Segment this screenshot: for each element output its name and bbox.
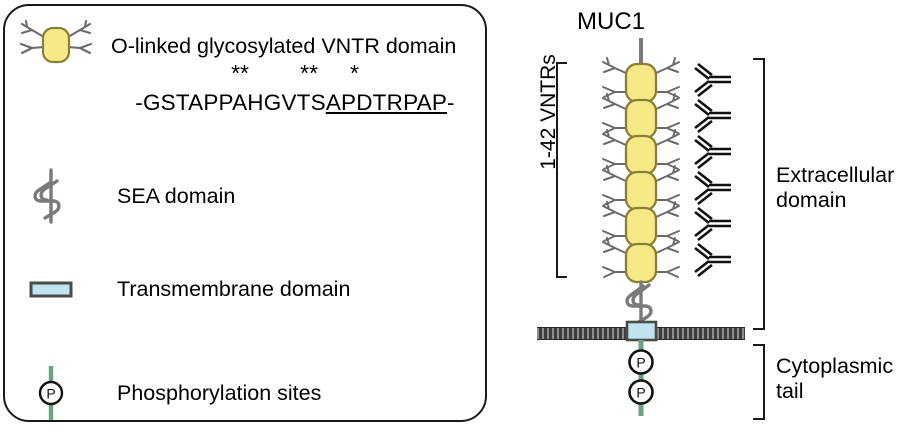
cytoplasmic-label-line1: Cytoplasmic — [776, 354, 894, 378]
extracellular-domain-label: Extracellular domain — [776, 163, 894, 214]
sequence-prefix: -GSTAPPAHGVTS — [135, 90, 326, 115]
muc1-molecule-graphic: P P — [602, 38, 731, 416]
extracellular-bracket — [753, 58, 765, 330]
antibody-icon — [694, 206, 731, 242]
legend-item-transmembrane-label: Transmembrane domain — [117, 276, 351, 301]
vntr-unit — [624, 134, 658, 176]
vntr-unit — [624, 62, 658, 104]
legend-panel: O-linked glycosylated VNTR domain ** ** … — [3, 4, 487, 422]
sequence-suffix: - — [447, 90, 455, 115]
sequence-asterisks: ** ** * — [231, 60, 359, 86]
vntr-repeat-units — [624, 62, 658, 284]
legend-item-phosphorylation: P Phosphorylation sites — [27, 364, 321, 422]
diagram-title: MUC1 — [577, 8, 646, 35]
phosphorylation-marks: P P — [628, 349, 654, 405]
phosphorylation-site: P — [628, 349, 654, 375]
vntr-bracket — [556, 62, 567, 278]
glycosylated-vntr-icon — [13, 18, 99, 74]
cytoplasmic-bracket — [753, 344, 765, 420]
antibody-icon — [694, 170, 731, 206]
antibody-symbols — [694, 62, 731, 278]
vntr-unit — [624, 170, 658, 212]
sea-domain-icon — [27, 168, 75, 224]
antibody-icon — [694, 62, 731, 98]
vntr-sequence-block: ** ** * -GSTAPPAHGVTSAPDTRPAP- — [125, 62, 465, 116]
svg-text:P: P — [46, 386, 55, 402]
transmembrane-box — [625, 320, 658, 342]
sequence-underlined-epitope: APDTRPAP — [325, 90, 448, 115]
legend-item-sea-label: SEA domain — [117, 183, 236, 208]
antibody-icon — [694, 134, 731, 170]
legend-item-vntr: O-linked glycosylated VNTR domain — [13, 18, 456, 74]
phospho-letter: P — [636, 355, 645, 371]
glycan-branches — [602, 57, 680, 278]
cytoplasmic-label-line2: tail — [776, 379, 804, 404]
extracellular-label-line1: Extracellular — [776, 163, 895, 187]
sequence-text: -GSTAPPAHGVTSAPDTRPAP- — [125, 90, 465, 116]
phosphorylation-site: P — [628, 379, 654, 405]
antibody-icon — [694, 242, 731, 278]
vntr-unit — [624, 206, 658, 248]
legend-item-transmembrane: Transmembrane domain — [27, 274, 350, 304]
phosphorylation-site-icon: P — [27, 364, 75, 422]
phospho-letter: P — [636, 385, 645, 401]
vntr-unit — [624, 242, 658, 284]
cytoplasmic-tail-label: Cytoplasmic tail — [776, 354, 893, 405]
antibody-icon — [694, 98, 731, 134]
legend-item-phosphorylation-label: Phosphorylation sites — [117, 380, 322, 405]
muc1-structure-diagram: MUC1 1-42 VNTRs Extracellular domain Cyt… — [495, 0, 900, 430]
legend-item-sea: SEA domain — [27, 168, 235, 224]
legend-item-vntr-label: O-linked glycosylated VNTR domain — [111, 33, 457, 58]
extracellular-label-line2: domain — [776, 188, 847, 213]
vntr-unit — [624, 98, 658, 140]
transmembrane-domain-icon — [27, 274, 75, 304]
